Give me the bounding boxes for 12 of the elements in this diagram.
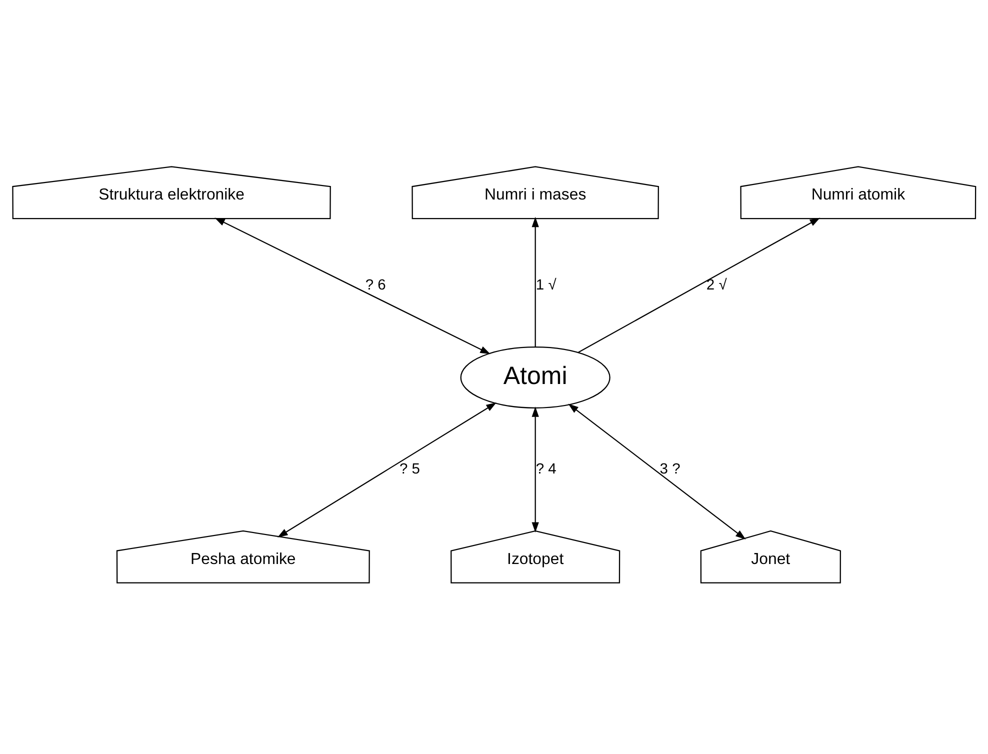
arrow: [578, 217, 820, 352]
arrow: [532, 216, 539, 346]
edge-label: 1 √: [536, 276, 556, 293]
edge-label: ? 5: [399, 460, 420, 477]
arrow: [277, 402, 496, 537]
arrow: [532, 406, 539, 532]
edge-label: ? 4: [536, 460, 556, 477]
arrow: [214, 217, 490, 354]
edge-label: 2 √: [706, 276, 727, 293]
edge-label: 3 ?: [660, 460, 680, 477]
edge-label: ? 6: [365, 276, 386, 293]
arrow: [568, 403, 746, 539]
